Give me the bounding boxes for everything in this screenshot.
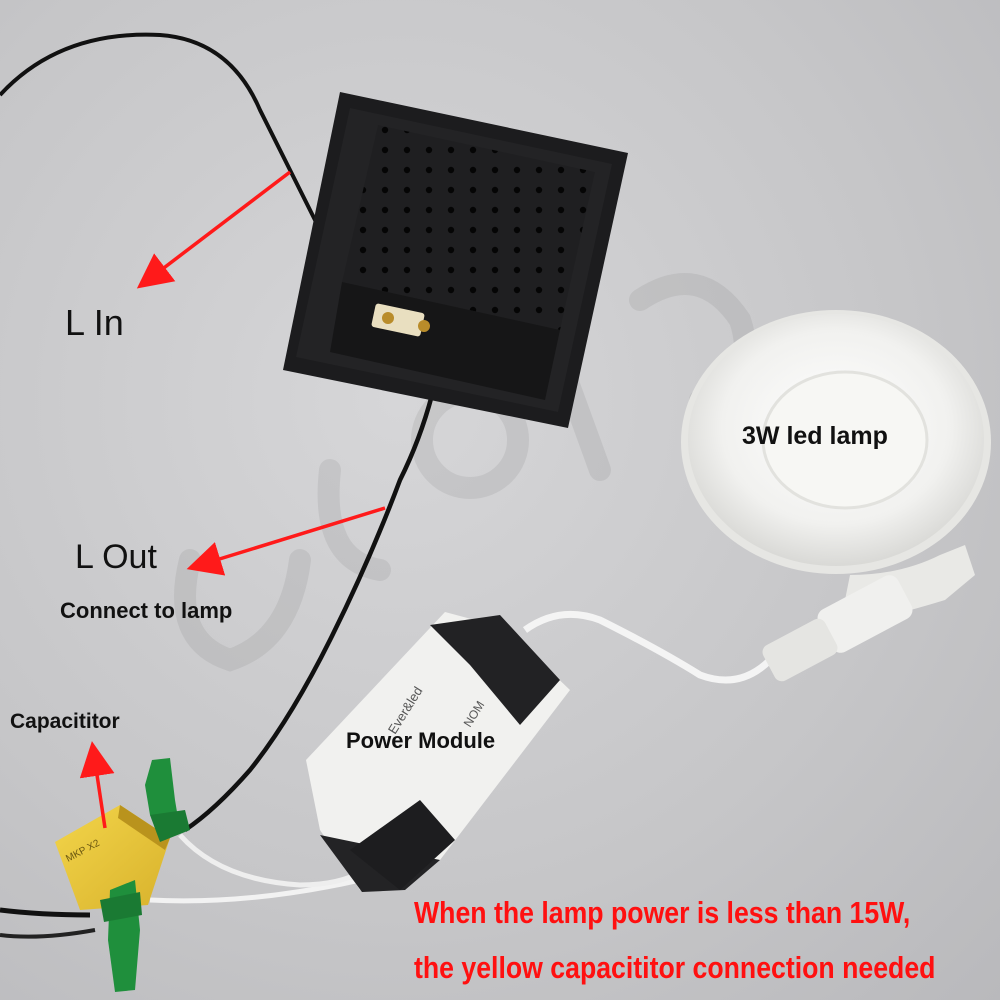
label-power-module: Power Module [346, 728, 496, 753]
arrow-capacitor [79, 741, 115, 829]
black-wire-l-out [0, 394, 435, 939]
warning-line-1: When the lamp power is less than 15W, [414, 895, 911, 930]
label-l-out: L Out [75, 538, 157, 576]
arrow-l-in [136, 170, 292, 289]
lamp-connector [762, 575, 913, 682]
warning-line-2: the yellow capacititor connection needed [414, 950, 936, 985]
switch-housing [283, 92, 628, 428]
power-module: Ever&led NOM [306, 612, 570, 892]
yellow-capacitor: MKP X2 [55, 805, 170, 910]
white-wires [149, 610, 773, 904]
arrow-l-out [186, 506, 386, 576]
label-led-lamp: 3W led lamp [742, 422, 888, 450]
label-l-in: L In [65, 302, 124, 343]
black-wire-l-in [0, 32, 332, 251]
label-capacitor: Capacititor [10, 710, 120, 733]
annotation-arrows [79, 170, 386, 829]
led-lamp [681, 310, 991, 682]
label-connect-to-lamp: Connect to lamp [60, 598, 233, 623]
green-connector-bottom [100, 880, 142, 992]
green-connector-top [145, 758, 190, 842]
